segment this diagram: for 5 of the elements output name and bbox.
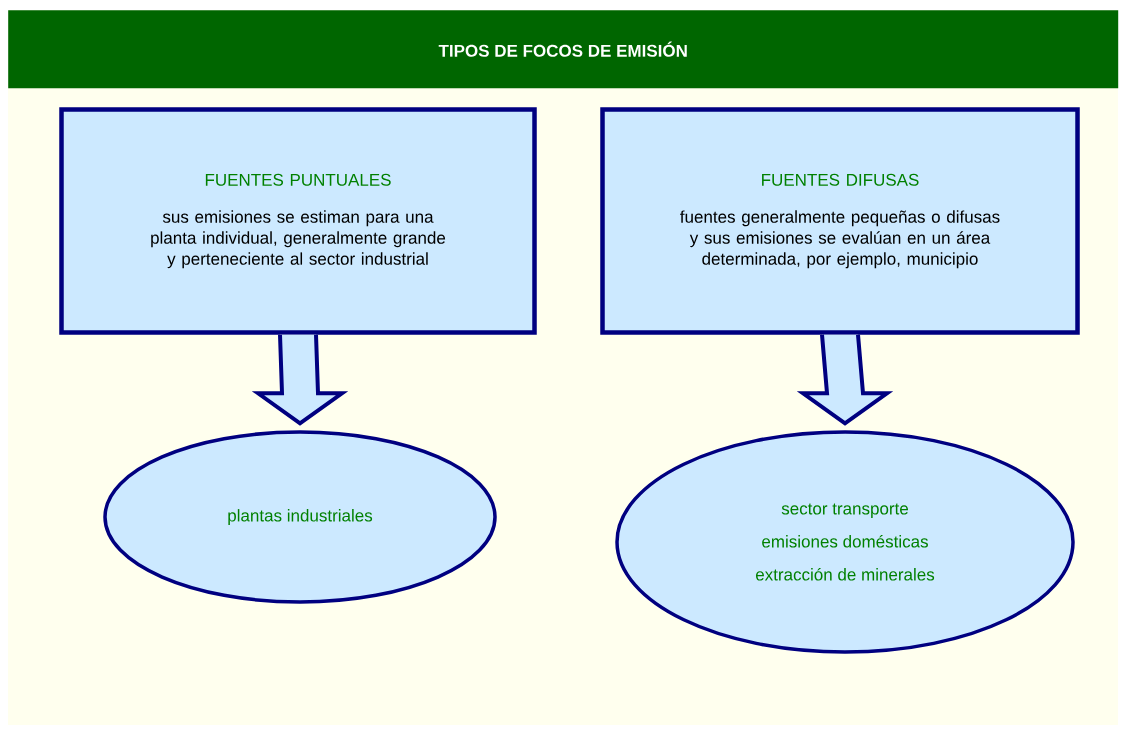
- block-arrow: [796, 332, 894, 426]
- text-box: FUENTES DIFUSAS fuentes generalmente pequeñas o difusas y sus emisiones se evalúan en un área determinada, por ejemplo, municipio: [600, 107, 1080, 335]
- title-band: TIPOS DE FOCOS DE EMISIÓN: [8, 10, 1119, 89]
- text-box: FUENTES PUNTUALES sus emisiones se estiman para una planta individual, generalmente grande y perteneciente al sector industrial: [59, 107, 537, 335]
- block-arrow: [251, 332, 349, 426]
